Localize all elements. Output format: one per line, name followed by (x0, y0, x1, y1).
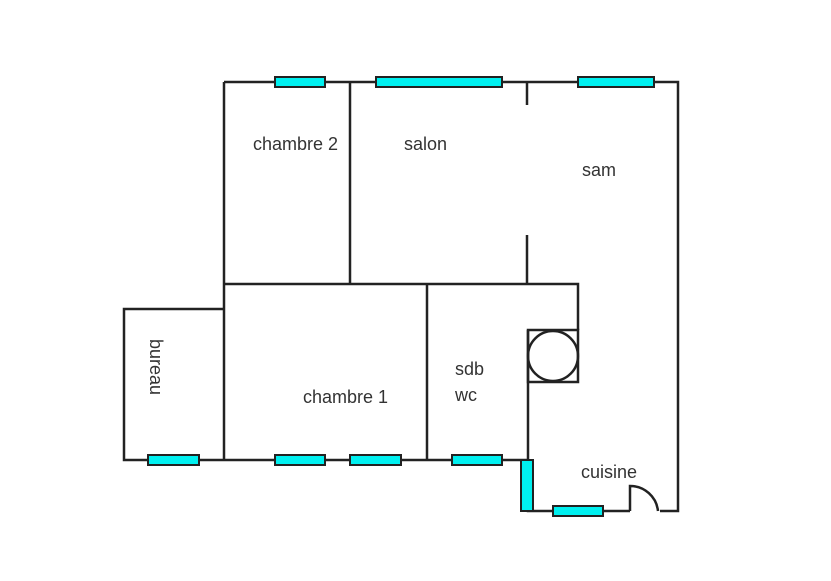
label-sdb: sdb (455, 359, 484, 379)
window (375, 76, 503, 88)
window (274, 454, 326, 466)
door-arc (628, 484, 660, 512)
label-salon: salon (404, 134, 447, 154)
label-sam: sam (582, 160, 616, 180)
window (147, 454, 200, 466)
windows (147, 76, 655, 517)
room-labels: chambre 2 salon sam bureau chambre 1 sdb… (146, 134, 637, 482)
label-cuisine: cuisine (581, 462, 637, 482)
window (451, 454, 503, 466)
window (577, 76, 655, 88)
window (552, 505, 604, 517)
window (274, 76, 326, 88)
middle-wall (224, 282, 580, 330)
walls (122, 80, 680, 513)
window (520, 459, 534, 512)
label-chambre1: chambre 1 (303, 387, 388, 407)
label-chambre2: chambre 2 (253, 134, 338, 154)
label-bureau: bureau (146, 339, 166, 395)
window (349, 454, 402, 466)
label-wc: wc (454, 385, 477, 405)
chimney-circle (526, 329, 580, 383)
